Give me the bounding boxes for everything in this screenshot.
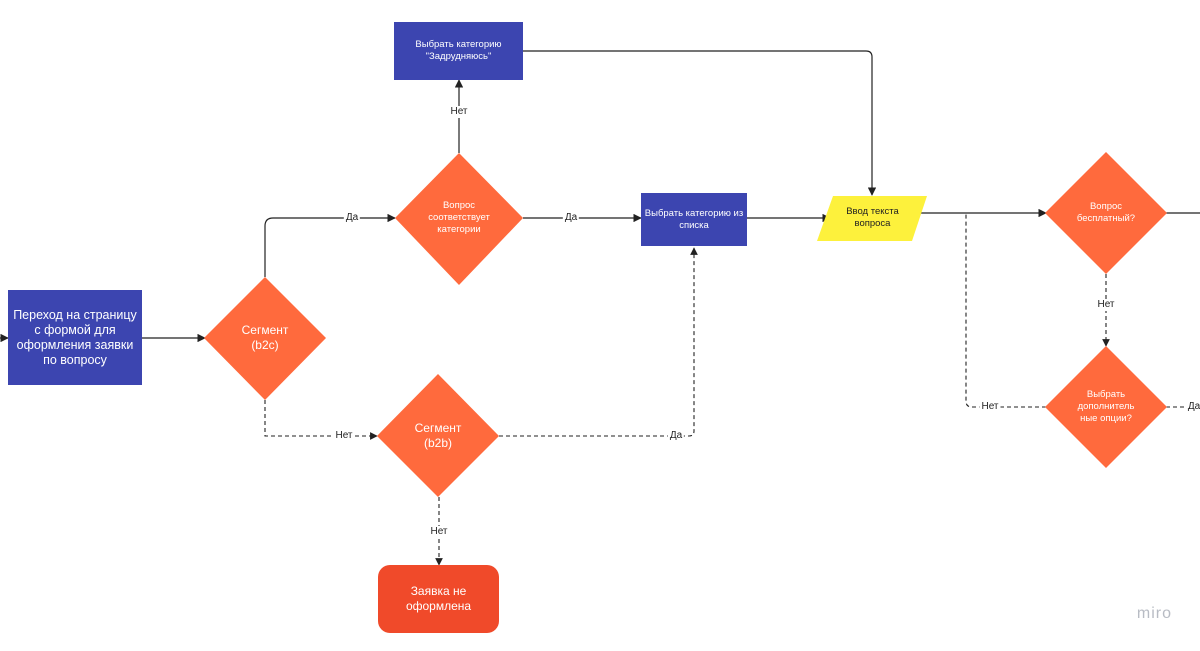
miro-watermark: miro	[1136, 605, 1172, 622]
diamond-question-category[interactable]	[395, 153, 523, 285]
edge-label-free-no: Нет	[1095, 299, 1117, 311]
diamond-extra-options[interactable]	[1045, 346, 1167, 468]
diamond-segment-b2b[interactable]	[377, 374, 499, 497]
edge-label-b2c-no: Нет	[333, 430, 355, 442]
label-segment-b2b: Сегмент (b2b)	[414, 421, 462, 450]
edge-zadrudnyayus-to-input	[523, 50, 877, 196]
dashed-edges	[264, 213, 1200, 566]
parallelogram-enter-question[interactable]	[817, 196, 927, 241]
edge-label-category-yes: Да	[562, 212, 580, 224]
node-request-not-made-label: Заявка не оформлена	[405, 584, 472, 613]
edge-label-options-yes: Да	[1185, 401, 1200, 413]
edge-b2c-no-to-b2b	[264, 400, 378, 440]
edge-b2b-yes-to-list	[499, 247, 698, 437]
edge-label-b2c-yes: Да	[343, 212, 361, 224]
edge-label-category-no: Нет	[448, 106, 470, 118]
edge-label-b2b-no: Нет	[428, 526, 450, 538]
node-choose-category-zadrudnyayus-label: Выбрать категорию "Задрудняюсь"	[415, 39, 502, 62]
diamonds	[204, 152, 1167, 497]
label-question-free: Вопрос бесплатный?	[1076, 201, 1136, 224]
node-choose-category-zadrudnyayus[interactable]: Выбрать категорию "Задрудняюсь"	[394, 22, 523, 80]
edges	[0, 50, 1200, 343]
label-segment-b2c: Сегмент (b2c)	[241, 323, 289, 352]
diamond-segment-b2c[interactable]	[204, 277, 326, 400]
edge-options-no-to-input	[965, 213, 1046, 408]
node-choose-category-list-label: Выбрать категорию из списка	[644, 207, 744, 231]
diamond-question-free[interactable]	[1045, 152, 1167, 274]
label-question-category: Вопрос соответствует категории	[428, 200, 490, 235]
label-enter-question: Ввод текста вопроса	[846, 206, 899, 229]
node-start-page-label: Переход на страницу с формой для оформле…	[13, 307, 137, 367]
edge-label-options-no: Нет	[979, 401, 1001, 413]
label-extra-options: Выбрать дополнитель ные опции?	[1077, 389, 1135, 424]
node-start-page[interactable]: Переход на страницу с формой для оформле…	[8, 290, 142, 385]
edge-b2c-yes-to-category	[264, 213, 396, 277]
edge-label-b2b-yes: Да	[667, 430, 685, 442]
node-request-not-made[interactable]: Заявка не оформлена	[378, 565, 499, 633]
node-choose-category-list[interactable]: Выбрать категорию из списка	[641, 193, 747, 246]
